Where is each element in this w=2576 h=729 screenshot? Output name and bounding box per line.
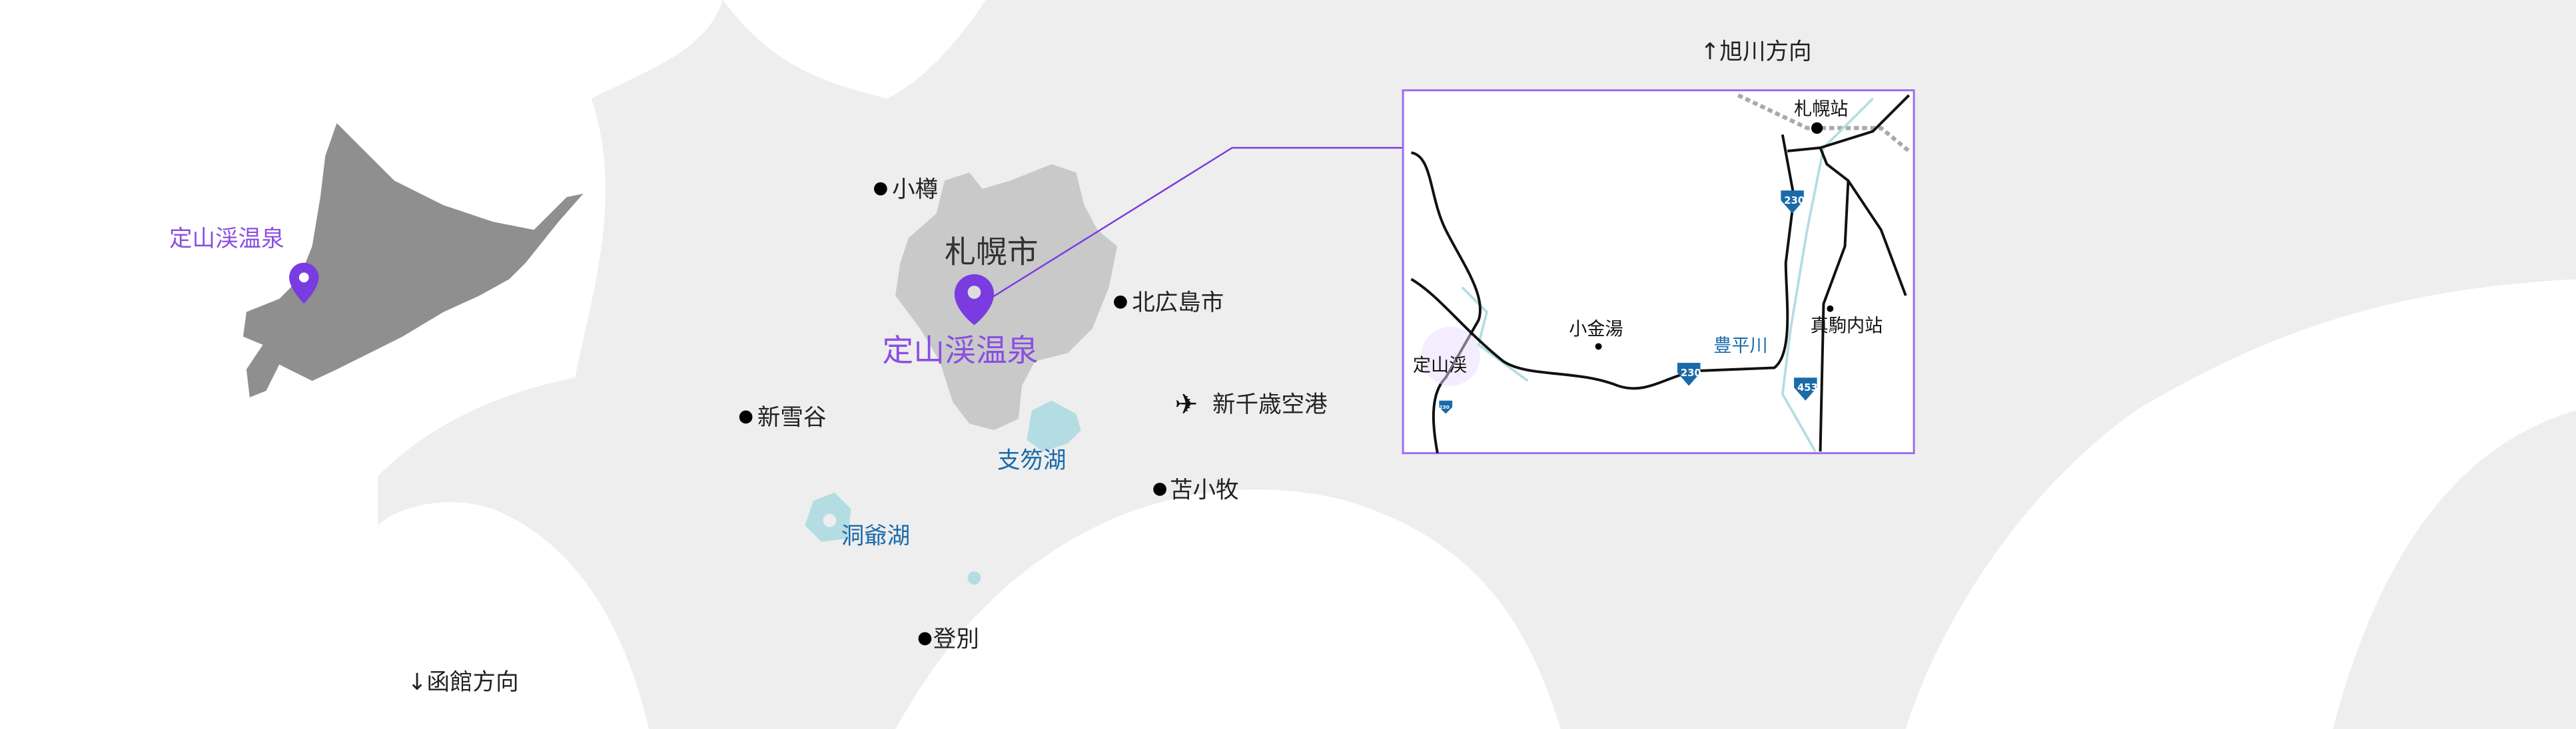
- direction-south: ↓函館方向: [408, 669, 519, 696]
- toyohira-river-label: 豊平川: [1713, 336, 1767, 356]
- svg-text:230: 230: [1784, 195, 1805, 206]
- destination-label: 定山渓温泉: [882, 334, 1038, 369]
- route-shield-230-small: 230: [1439, 400, 1453, 414]
- svg-text:新雪谷: 新雪谷: [757, 405, 827, 431]
- place-kitahiroshima: 北広島市: [1114, 290, 1224, 316]
- lake-small: [967, 571, 981, 585]
- svg-text:小樽: 小樽: [892, 176, 938, 203]
- lake-shikotsu: [1027, 400, 1081, 452]
- place-otaru: 小樽: [874, 176, 938, 203]
- route-shield-453: 453: [1794, 377, 1818, 401]
- leader-line: [979, 146, 1404, 306]
- city-label: 札幌市: [945, 235, 1039, 271]
- svg-text:453: 453: [1797, 382, 1818, 393]
- jozankei-label: 定山渓: [1413, 355, 1467, 375]
- sapporo-city-area: [895, 164, 1118, 431]
- place-niseko: 新雪谷: [739, 405, 827, 431]
- land-east: [2333, 410, 2576, 729]
- makomanai-label: 真駒内站: [1811, 316, 1883, 336]
- kogane-label: 小金湯: [1569, 319, 1623, 340]
- svg-text:北広島市: 北広島市: [1132, 290, 1224, 316]
- sapporo-station-label: 札幌站: [1794, 99, 1848, 120]
- direction-north: ↑旭川方向: [1701, 39, 1812, 65]
- route-shield-230: 230: [1677, 363, 1701, 386]
- place-noboribetsu: 登別: [918, 626, 979, 653]
- svg-text:登別: 登別: [933, 626, 979, 653]
- svg-text:230: 230: [1681, 367, 1701, 379]
- place-tomakomai: 苫小牧: [1153, 477, 1238, 503]
- airplane-icon: ✈: [1174, 387, 1198, 420]
- svg-text:230: 230: [1439, 404, 1449, 410]
- hokkaido-overview: [242, 122, 584, 397]
- svg-text:苫小牧: 苫小牧: [1170, 477, 1239, 503]
- overview-pin-label: 定山渓温泉: [169, 226, 284, 252]
- destination-pin[interactable]: [954, 274, 995, 326]
- inset-map: 札幌站 小金湯 豊平川 真駒内站 定山渓 230 230 453 230: [1402, 89, 1915, 455]
- lake-toya-label: 洞爺湖: [841, 523, 911, 549]
- airport: ✈ 新千歳空港: [1174, 387, 1327, 420]
- overview-pin[interactable]: [289, 262, 319, 304]
- route-shield-230: 230: [1781, 190, 1805, 214]
- sea-bay: [723, 0, 986, 99]
- lake-shikotsu-label: 支笏湖: [997, 447, 1067, 474]
- svg-text:新千歳空港: 新千歳空港: [1212, 391, 1328, 418]
